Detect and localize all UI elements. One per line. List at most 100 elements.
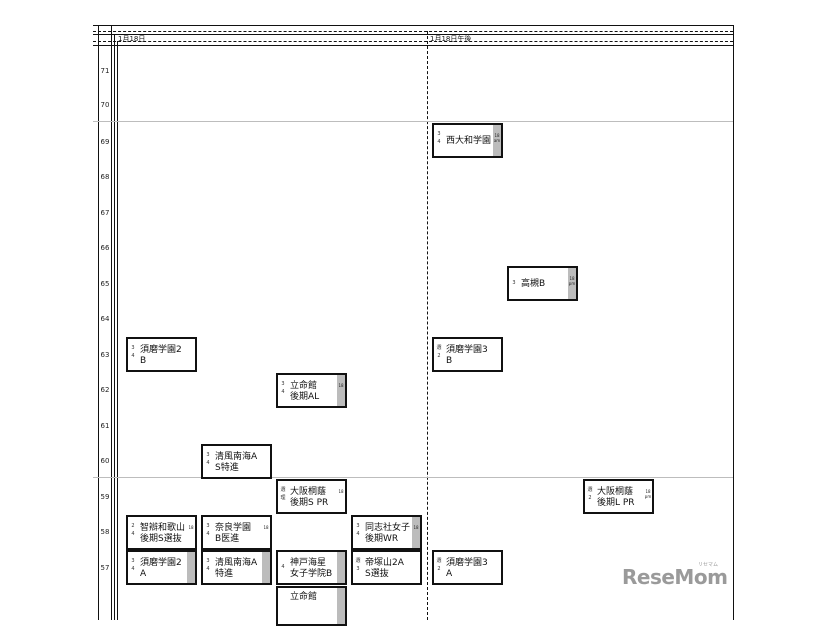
deviation-60: 60 — [100, 457, 110, 465]
side-tag: 18 — [337, 375, 345, 406]
deviation-64: 64 — [100, 315, 110, 323]
deviation-71: 71 — [100, 67, 110, 75]
column-header-morning: 1月18日 — [118, 35, 146, 43]
school-box-osaka-toin-spr[interactable]: 選理 大阪桐蔭 後期S PR 18 — [276, 479, 347, 514]
side-tag: 18 am — [493, 125, 501, 156]
school-box-takatsuki-b[interactable]: 3 高槻B 18 pm — [507, 266, 578, 301]
header-bottom-line — [93, 45, 733, 46]
side-tag: 18 — [412, 517, 420, 548]
school-name: 帝塚山2A — [365, 558, 404, 568]
deviation-69: 69 — [100, 138, 110, 146]
school-name: 清風南海A — [215, 452, 258, 462]
deviation-70: 70 — [100, 101, 110, 109]
deviation-57: 57 — [100, 564, 110, 572]
school-course: 後期S選抜 — [140, 534, 182, 544]
deviation-63: 63 — [100, 351, 110, 359]
school-course: 後期WR — [365, 534, 399, 544]
grid-line-60 — [93, 477, 733, 478]
school-name: 立命館 — [290, 592, 318, 602]
side-tag: 18 — [337, 481, 345, 512]
left-border — [98, 25, 99, 620]
deviation-59: 59 — [100, 493, 110, 501]
school-name: 神戸海星 — [290, 558, 327, 568]
deviation-58: 58 — [100, 528, 110, 536]
deviation-61: 61 — [100, 422, 110, 430]
column-divider — [427, 31, 428, 620]
axis-line-1 — [111, 25, 112, 620]
school-course: B — [140, 356, 147, 366]
deviation-68: 68 — [100, 173, 110, 181]
school-name: 大阪桐蔭 — [290, 487, 327, 497]
school-course: 特進 — [215, 569, 234, 579]
side-tag — [262, 552, 270, 583]
school-course: A — [140, 569, 147, 579]
school-box-kobe-kaisei[interactable]: 4 神戸海星 女子学院B — [276, 550, 347, 585]
school-name: 高槻B — [521, 279, 546, 289]
axis-line-3 — [117, 41, 118, 620]
axis-line-2 — [114, 34, 115, 620]
school-name: 須磨学園3 — [446, 345, 488, 355]
school-course: S特進 — [215, 463, 239, 473]
side-tag: 18 — [187, 517, 195, 548]
school-name: 須磨学園2 — [140, 558, 182, 568]
top-dash-line-1 — [93, 31, 733, 32]
side-tag — [337, 552, 345, 583]
school-box-ritsumeikan-partial[interactable]: 立命館 — [276, 586, 347, 626]
school-name: 西大和学園 — [446, 136, 492, 146]
grid-line-70 — [93, 121, 733, 122]
school-course: 後期AL — [290, 392, 320, 402]
school-name: 須磨学園3 — [446, 558, 488, 568]
side-tag — [337, 588, 345, 624]
school-course: B医進 — [215, 534, 240, 544]
school-course: B — [446, 356, 453, 366]
side-tag: 18 pm — [568, 268, 576, 299]
school-name: 智辯和歌山 — [140, 523, 186, 533]
school-course: 女子学院B — [290, 569, 333, 579]
school-name: 奈良学園 — [215, 523, 252, 533]
school-course: S選抜 — [365, 569, 389, 579]
school-course: 後期L PR — [597, 498, 635, 508]
school-course: A — [446, 569, 453, 579]
header-bottom-dash — [93, 41, 733, 42]
top-border — [93, 25, 733, 26]
side-tag: 18 — [262, 517, 270, 548]
side-tag: 18 pm — [644, 481, 652, 512]
school-name: 同志社女子 — [365, 523, 411, 533]
school-name: 立命館 — [290, 381, 318, 391]
exam-codes: 3 — [512, 280, 516, 286]
resemom-logo: ReseMom — [622, 565, 728, 589]
column-header-afternoon: 1月18日午後 — [430, 35, 472, 43]
side-tag — [187, 552, 195, 583]
exam-codes: 4 — [281, 564, 285, 570]
school-name: 清風南海A — [215, 558, 258, 568]
school-course: 後期S PR — [290, 498, 329, 508]
school-name: 大阪桐蔭 — [597, 487, 634, 497]
header-top-line — [93, 34, 733, 35]
deviation-67: 67 — [100, 209, 110, 217]
deviation-65: 65 — [100, 280, 110, 288]
